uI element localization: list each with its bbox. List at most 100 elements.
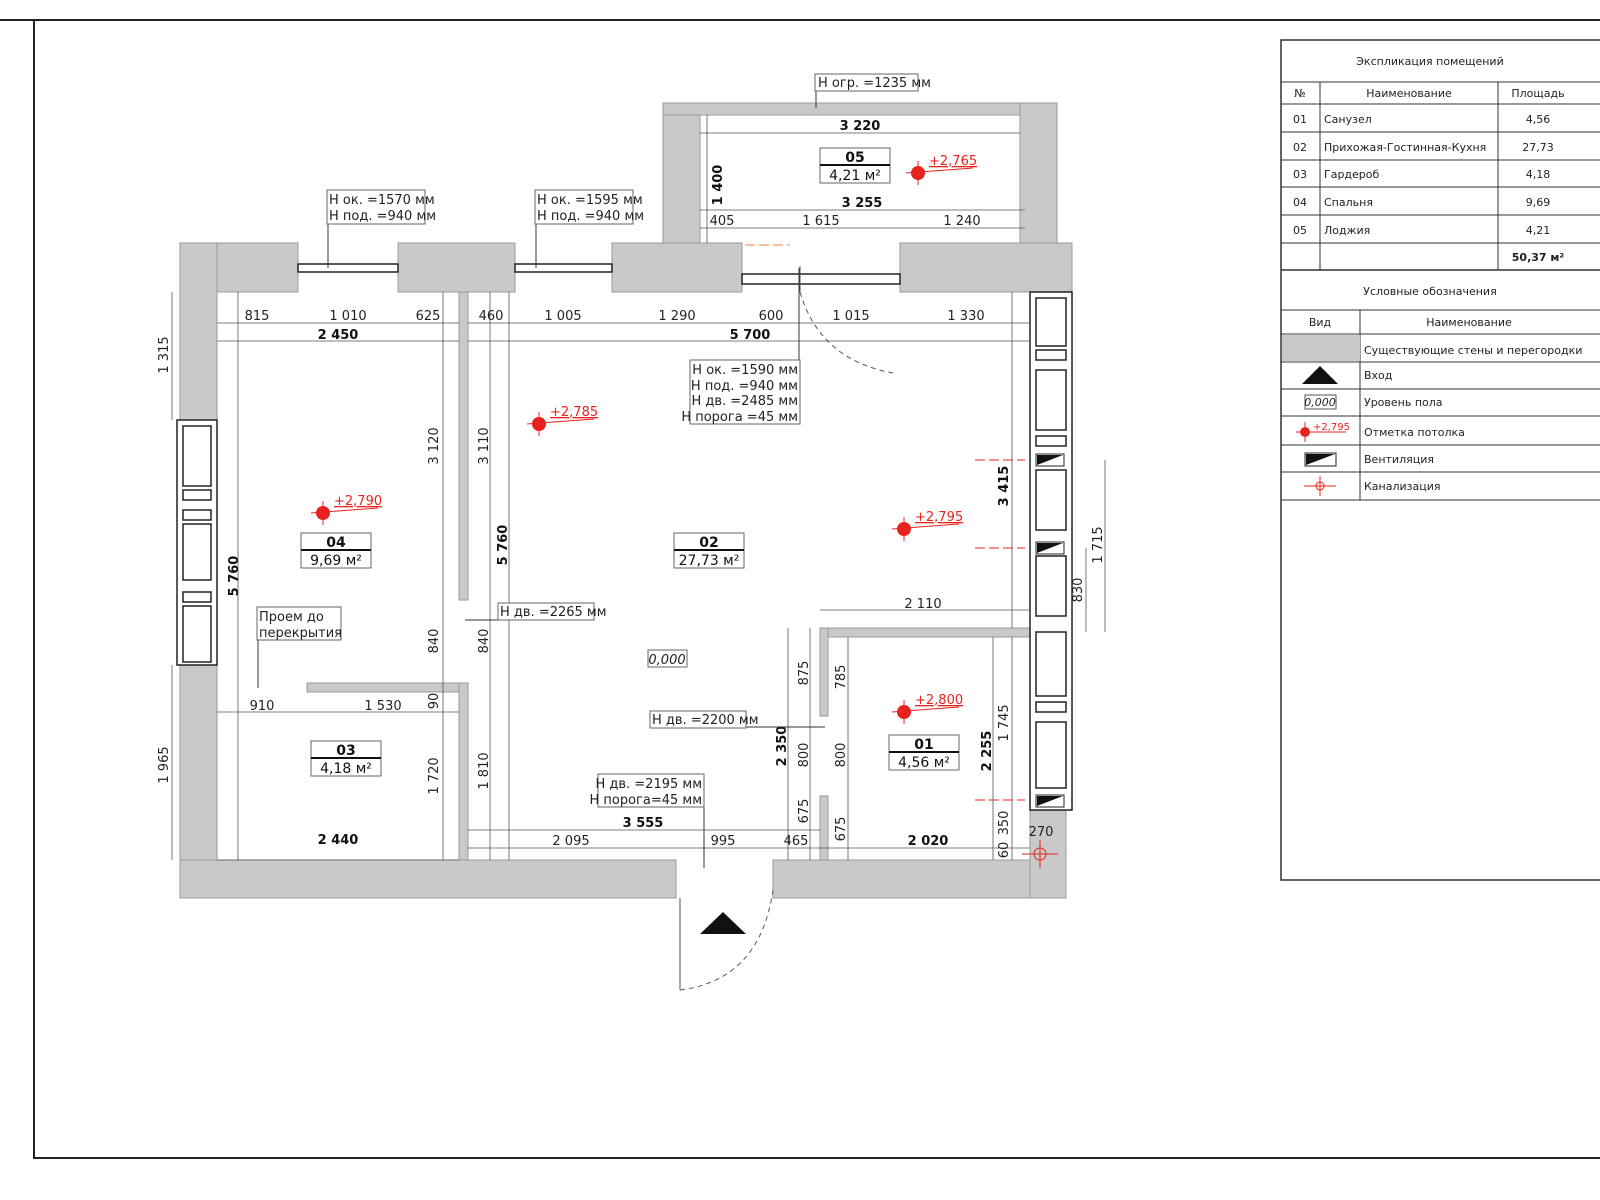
dim-label: 5 700 (730, 328, 771, 343)
room-area: 4,21 м² (829, 168, 881, 184)
dim-label: 2 350 (775, 726, 790, 767)
room-02-label: 02 27,73 м² (673, 532, 745, 569)
ceiling-mark-value: +2,765 (929, 154, 977, 169)
dimension-labels: 815 1 010 625 2 450 460 1 005 1 290 600 … (157, 119, 1106, 858)
ceiling-mark: +2,785 (526, 405, 598, 436)
ceiling-mark: +2,790 (310, 494, 382, 525)
note-loggia-fence: Н огр. =1235 мм (818, 76, 931, 91)
ceiling-mark: +2,795 (891, 510, 963, 541)
room-name: Спальня (1324, 196, 1373, 209)
dimension-lines (171, 115, 1106, 861)
legend-label: Канализация (1364, 480, 1441, 493)
note-window1: Н под. =940 мм (329, 209, 436, 224)
existing-walls (179, 102, 1073, 899)
dim-label: 1 965 (157, 746, 172, 783)
ceiling-mark-value: +2,800 (915, 693, 963, 708)
dim-label: 815 (245, 309, 270, 324)
room-04-label: 04 9,69 м² (300, 532, 372, 569)
dim-label: 840 (477, 629, 492, 654)
dim-label: 3 255 (842, 196, 883, 211)
room-area: 4,18 (1526, 168, 1551, 181)
ceiling-mark-value: +2,790 (334, 494, 382, 509)
col-header: Наименование (1426, 316, 1512, 329)
ventilation-icon (1035, 453, 1065, 808)
dim-label: 1 015 (832, 309, 869, 324)
room-area: 9,69 м² (310, 553, 362, 569)
room-no: 03 (1293, 168, 1307, 181)
floor-level-sample: 0,000 (1304, 396, 1336, 409)
door-swings (679, 266, 894, 991)
note-balcony-door: Н ок. =1590 мм (692, 363, 798, 378)
legend-label: Существующие стены и перегородки (1364, 344, 1582, 357)
table-row: 05 Лоджия 4,21 (1293, 224, 1550, 237)
floor-level-icon (1304, 394, 1337, 410)
room-name: Гардероб (1324, 168, 1380, 181)
windows (176, 263, 1073, 811)
dim-label: 3 220 (840, 119, 881, 134)
dim-label: 2 255 (980, 731, 995, 772)
note-entry-door: Н порога=45 мм (589, 793, 702, 808)
dim-label: 600 (759, 309, 784, 324)
dim-label: 2 450 (318, 328, 359, 343)
dim-label: 460 (479, 309, 504, 324)
note-opening: перекрытия (259, 626, 342, 641)
room-no: 04 (1293, 196, 1307, 209)
dim-label: 1 005 (544, 309, 581, 324)
note-window2: Н под. =940 мм (537, 209, 644, 224)
note-balcony-door: Н порога =45 мм (681, 410, 798, 425)
room-area: 4,56 (1526, 113, 1551, 126)
room-no: 01 (1293, 113, 1307, 126)
legend-title: Условные обозначения (1363, 285, 1496, 298)
dim-label: 1 715 (1091, 526, 1106, 563)
dim-label: 1 530 (364, 699, 401, 714)
room-area: 4,21 (1526, 224, 1551, 237)
note-balcony-door: Н дв. =2485 мм (691, 394, 798, 409)
room-name: Лоджия (1324, 224, 1370, 237)
ceiling-mark: +2,765 (905, 154, 977, 185)
dim-label: 2 440 (318, 833, 359, 848)
note-entry-door: Н дв. =2195 мм (595, 777, 702, 792)
ceiling-mark-sample: +2,795 (1313, 422, 1350, 433)
ventilation-icon (1304, 452, 1337, 467)
dim-label: 2 020 (908, 834, 949, 849)
room-area: 9,69 (1526, 196, 1551, 209)
dim-label: 1 745 (997, 704, 1012, 741)
note-door-2200: Н дв. =2200 мм (652, 713, 759, 728)
room-area: 27,73 м² (679, 553, 740, 569)
ventilation-axes (745, 244, 1025, 801)
explication-table: Экспликация помещений № Наименование Пло… (1280, 39, 1600, 881)
dim-label: 90 (427, 693, 442, 710)
col-header: Вид (1309, 316, 1332, 329)
dim-label: 625 (416, 309, 441, 324)
room-number: 01 (914, 737, 933, 753)
dim-label: 1 615 (802, 214, 839, 229)
col-header: Наименование (1366, 87, 1452, 100)
ceiling-mark-value: +2,795 (915, 510, 963, 525)
dim-label: 1 010 (329, 309, 366, 324)
dim-label: 800 (834, 743, 849, 768)
note-window1: Н ок. =1570 мм (329, 193, 435, 208)
dim-label: 785 (834, 665, 849, 690)
table-row: 03 Гардероб 4,18 (1293, 168, 1550, 181)
dim-label: 3 415 (997, 466, 1012, 507)
room-no: 05 (1293, 224, 1307, 237)
dim-label: 270 (1029, 825, 1054, 840)
entry-triangle-icon (700, 912, 746, 934)
dim-label: 2 095 (552, 834, 589, 849)
room-number: 04 (326, 535, 346, 551)
sheet-frame (33, 19, 1600, 1159)
room-area: 4,56 м² (898, 755, 950, 771)
ceiling-marks: +2,765 +2,785 +2,790 +2,795 +2,800 (310, 154, 977, 724)
legend-label: Вход (1364, 369, 1393, 382)
note-door-2265: Н дв. =2265 мм (500, 605, 607, 620)
sewer-icon (1022, 840, 1058, 868)
hatch-wall-icon (1282, 335, 1360, 361)
dim-label: 910 (250, 699, 275, 714)
entry-triangle-icon (1302, 366, 1338, 384)
room-number: 05 (845, 150, 864, 166)
dim-label: 60 (997, 842, 1012, 859)
dim-label: 875 (797, 661, 812, 686)
dim-label: 5 760 (227, 556, 242, 597)
